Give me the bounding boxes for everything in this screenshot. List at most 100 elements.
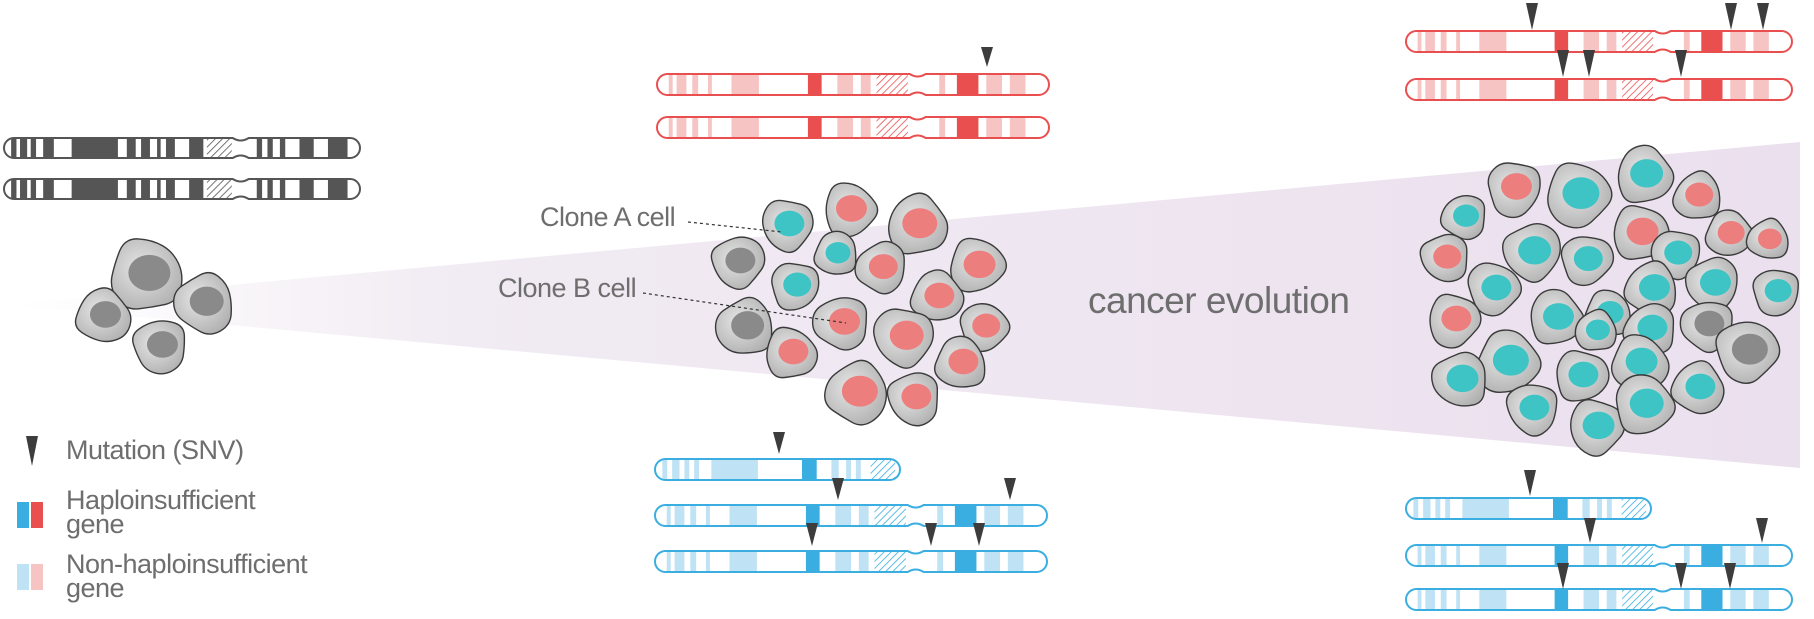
chromosome-band <box>1606 589 1617 610</box>
legend-haplo-label: Haploinsufficient gene <box>66 485 256 539</box>
chromosome-band <box>11 179 17 199</box>
chromosome-band <box>837 74 853 95</box>
chromosome-band <box>1417 79 1422 100</box>
chromosome-band <box>807 117 822 138</box>
cell <box>172 271 233 335</box>
chromosome-band <box>30 138 37 158</box>
chromosome-band <box>1479 79 1507 100</box>
cell <box>1672 170 1721 219</box>
chromosome-band <box>954 551 977 572</box>
cell <box>854 240 905 295</box>
chromosome-band <box>707 117 712 138</box>
cell <box>132 320 186 375</box>
chromosome-band <box>1417 545 1422 566</box>
chromosome-band <box>1730 31 1746 52</box>
chromosome-bands <box>1406 589 1792 610</box>
chromosome-band <box>267 138 273 158</box>
chromosome-band <box>956 74 979 95</box>
chromosome-outline <box>3 137 361 159</box>
chromosome-band <box>870 459 896 480</box>
chromosome-outline <box>656 116 1050 139</box>
chromosome-band <box>858 551 869 572</box>
chromosome-band <box>668 74 673 95</box>
chromosome-band <box>1606 498 1612 519</box>
chromosome-band <box>1440 589 1447 610</box>
chromosome-bands <box>657 74 1049 95</box>
chromosome-band <box>189 138 204 158</box>
chromosome-band <box>157 179 161 199</box>
chromosome-band <box>668 117 673 138</box>
cell <box>1574 308 1617 351</box>
chromosome-band <box>1440 545 1447 566</box>
chromosome-bands <box>1406 31 1792 52</box>
chromosome-band <box>1753 589 1769 610</box>
cell <box>771 262 820 311</box>
clone-a-nucleus <box>1492 344 1529 376</box>
chromosome-band <box>876 74 908 95</box>
chromosome-band <box>874 551 906 572</box>
chromosome-band <box>1425 545 1435 566</box>
chromosome-band <box>666 551 671 572</box>
clone-b-nucleus <box>868 254 898 280</box>
cell <box>1439 194 1486 241</box>
mutation-marker-icon <box>1724 563 1736 589</box>
chromosome-band <box>1553 498 1568 519</box>
mutation-marker-layer <box>773 3 1769 589</box>
chromosome-body <box>655 459 900 480</box>
chromosome-band <box>1606 79 1617 100</box>
chromosome-band <box>327 179 348 199</box>
mutation-marker-icon <box>1557 563 1569 589</box>
late-clone-b-chromosome-2 <box>1405 78 1793 101</box>
clone-b-nucleus <box>1757 228 1782 250</box>
chromosome-band <box>939 117 946 138</box>
chromosome-outline <box>654 504 1048 527</box>
clone-b-nucleus <box>841 375 878 407</box>
cell <box>909 269 965 321</box>
cell <box>710 236 766 291</box>
clone-a-nucleus <box>1685 373 1716 400</box>
chromosome-band <box>30 179 37 199</box>
cell <box>933 335 986 388</box>
chromosome-band <box>705 505 710 526</box>
clone-a-chromosome-1 <box>654 504 1048 527</box>
legend-haplo-blue-swatch <box>17 502 29 528</box>
chromosome-band <box>165 179 175 199</box>
chromosome-band <box>711 459 758 480</box>
chromosome-bands <box>4 179 360 199</box>
chromosome-band <box>1583 31 1599 52</box>
chromosome-band <box>831 459 839 480</box>
chromosome-band <box>846 459 851 480</box>
chromosome-band <box>1417 31 1422 52</box>
chromosome-band <box>676 117 687 138</box>
legend-nonhaplo-red-swatch <box>31 564 43 590</box>
chromosome-band <box>984 505 1000 526</box>
cell <box>824 359 888 426</box>
legend-nonhaplo-label: Non-haploinsufficient gene <box>66 549 308 603</box>
chromosome-band <box>1435 498 1441 519</box>
chromosome-band <box>837 117 853 138</box>
late-clone-a-chromosome-short <box>1405 497 1652 520</box>
clone-a-chromosome-short <box>654 458 901 481</box>
chromosome-band <box>674 551 685 572</box>
cell <box>950 237 1008 293</box>
clone-a-nucleus <box>1542 303 1574 330</box>
chromosome-outline <box>1405 544 1793 567</box>
chromosome-band <box>256 138 263 158</box>
mutation-marker-icon <box>832 478 844 500</box>
cell <box>1570 398 1626 457</box>
clone-a-label: Clone A cell <box>540 202 676 232</box>
chromosome-band <box>20 179 28 199</box>
cell <box>1715 321 1781 384</box>
chromosome-band <box>835 551 851 572</box>
chromosome-band <box>206 138 232 158</box>
chromosome-band <box>1554 589 1569 610</box>
cell <box>1560 236 1615 287</box>
cell <box>110 238 183 310</box>
clone-b-nucleus <box>778 338 809 365</box>
chromosome-band <box>1425 589 1435 610</box>
clone-a-leader-line <box>687 221 783 233</box>
chromosome-band <box>1683 79 1690 100</box>
mutation-marker-icon <box>925 523 937 546</box>
chromosome-band <box>937 505 944 526</box>
chromosome-band <box>157 138 161 158</box>
